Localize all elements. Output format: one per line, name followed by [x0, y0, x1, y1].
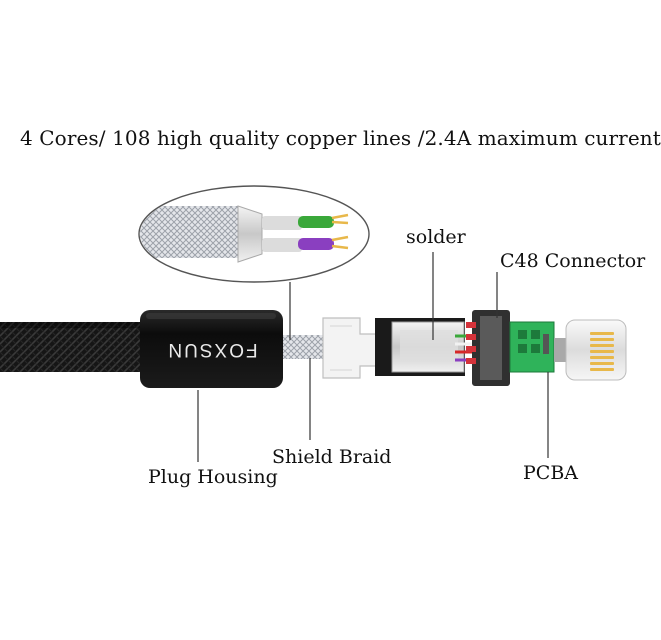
headline: 4 Cores/ 108 high quality copper lines /…: [20, 126, 661, 150]
cable-diagram: 4 Cores/ 108 high quality copper lines /…: [0, 126, 661, 488]
inner-ferrule: [322, 317, 381, 379]
lightning-connector-tip: [554, 319, 627, 381]
label-plug-housing: Plug Housing: [148, 466, 278, 488]
label-pcba: PCBA: [523, 462, 579, 484]
label-c48-connector: C48 Connector: [500, 250, 646, 272]
brand-logo: FOXSUN: [166, 339, 257, 360]
zoom-inset: [138, 185, 370, 283]
label-shield-braid: Shield Braid: [272, 446, 392, 468]
solder-sleeve: [375, 318, 465, 376]
connector-frame: [466, 310, 510, 386]
label-solder: solder: [406, 226, 466, 248]
cable-illustration: FOXSUN: [0, 185, 627, 462]
shield-braid: [283, 335, 323, 359]
pcba-board: [509, 321, 555, 373]
braided-cable: [0, 322, 150, 372]
leader-lines: [197, 252, 549, 462]
plug-housing: FOXSUN: [140, 310, 283, 388]
